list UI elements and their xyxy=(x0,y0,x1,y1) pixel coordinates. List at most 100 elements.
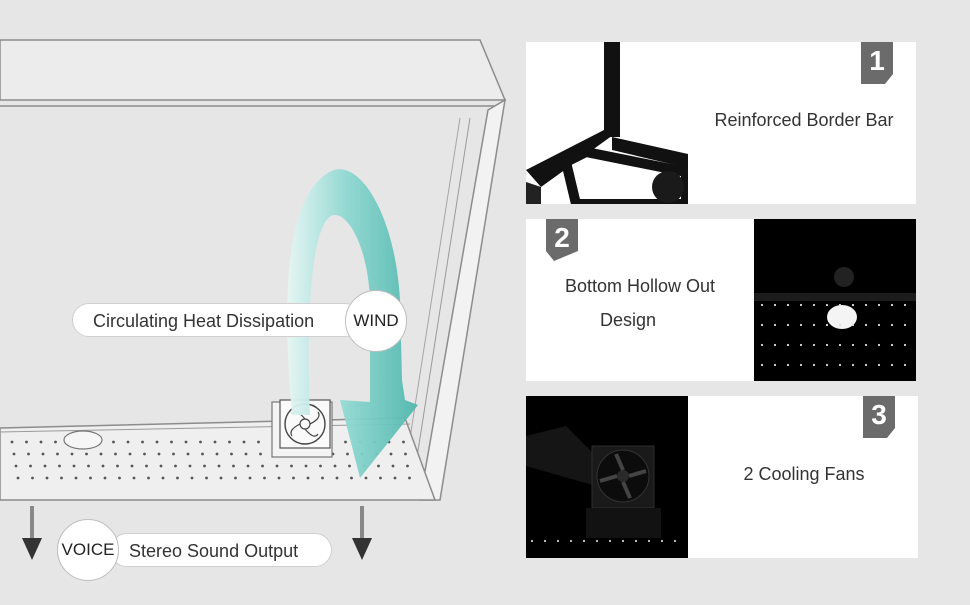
cooling-fan-photo xyxy=(526,396,688,558)
perforation-dot xyxy=(257,440,260,444)
perforation-dot xyxy=(114,452,117,456)
perforation-dot xyxy=(786,323,790,327)
perforation-dot xyxy=(877,343,881,347)
perforation-dot xyxy=(812,343,816,347)
perforation-dot xyxy=(10,440,14,444)
perforation-dot xyxy=(760,363,764,367)
stereo-sound-label: Stereo Sound Output xyxy=(110,533,332,567)
perforation-dot xyxy=(406,464,409,468)
perforation-dot xyxy=(215,452,219,456)
perforation-dot xyxy=(760,323,764,327)
perforation-dot xyxy=(54,440,57,444)
perforation-dot xyxy=(838,363,842,367)
perforation-dot xyxy=(634,539,638,543)
perforation-dot xyxy=(99,452,103,456)
perforation-dot xyxy=(903,343,907,347)
perforation-dot xyxy=(87,464,90,468)
perforation-dot xyxy=(39,440,43,444)
number-badge-2: 2 xyxy=(546,219,578,261)
perforation-dot xyxy=(903,363,907,367)
perforation-dot xyxy=(103,476,107,480)
perforation-dot xyxy=(70,452,74,456)
perforation-dot xyxy=(660,539,664,543)
perforation-dot xyxy=(851,343,855,347)
perforation-dot xyxy=(199,440,202,444)
perforation-dot xyxy=(408,476,411,480)
perforation-dot xyxy=(176,476,179,480)
perforation-dot xyxy=(582,539,586,543)
perforation-dot xyxy=(170,440,173,444)
perforation-dot xyxy=(333,464,337,468)
number-badge-1: 1 xyxy=(861,42,893,84)
perforation-dot xyxy=(43,464,47,468)
perforation-dot xyxy=(838,343,842,347)
perforation-dot xyxy=(379,476,382,480)
perforation-dot xyxy=(290,464,293,468)
heat-dissipation-label: Circulating Heat Dissipation xyxy=(72,303,362,337)
perforation-dot xyxy=(306,476,310,480)
perforation-dot xyxy=(864,343,868,347)
perforation-dot xyxy=(621,539,625,543)
perforation-dot xyxy=(184,440,188,444)
perforation-dot xyxy=(213,440,217,444)
perforation-dot xyxy=(393,476,397,480)
voice-badge: VOICE xyxy=(57,519,119,581)
perforation-dot xyxy=(377,464,380,468)
perforation-dot xyxy=(275,464,279,468)
perforation-dot xyxy=(530,539,534,543)
perforation-dot xyxy=(217,464,221,468)
perforation-dot xyxy=(101,464,105,468)
perforation-dot xyxy=(890,303,894,307)
perforation-dot xyxy=(391,464,395,468)
perforation-dot xyxy=(812,303,816,307)
perforation-dot xyxy=(344,440,347,444)
perforation-dot xyxy=(56,452,59,456)
perforation-dot xyxy=(58,464,61,468)
perforation-dot xyxy=(786,303,790,307)
perforation-dot xyxy=(321,476,324,480)
badge-shape-icon xyxy=(861,42,893,84)
perforation-dot xyxy=(244,452,248,456)
perforation-dot xyxy=(16,476,20,480)
perforation-dot xyxy=(145,464,148,468)
perforation-dot xyxy=(903,303,907,307)
perforation-dot xyxy=(248,476,252,480)
badge-shape-icon xyxy=(863,396,895,438)
perforation-dot xyxy=(760,343,764,347)
perforation-dot xyxy=(126,440,130,444)
perforation-dot xyxy=(812,363,816,367)
perforation-dot xyxy=(319,464,322,468)
perforation-dot xyxy=(201,452,204,456)
feature-caption-2a: Bottom Hollow Out xyxy=(564,276,716,296)
perforation-dot xyxy=(188,464,192,468)
perforation-dot xyxy=(27,452,30,456)
perforation-dot xyxy=(292,476,295,480)
perforation-dot xyxy=(825,343,829,347)
perforation-dot xyxy=(159,464,163,468)
cabinet-drawing xyxy=(0,39,507,560)
perforation-dot xyxy=(130,464,134,468)
perforation-dot xyxy=(556,539,560,543)
perforation-dot xyxy=(364,476,368,480)
badge-shape-icon xyxy=(546,219,578,261)
perforation-dot xyxy=(190,476,194,480)
perforation-dot xyxy=(890,343,894,347)
number-badge-3: 3 xyxy=(863,396,895,438)
perforation-dot xyxy=(851,363,855,367)
perforation-dot xyxy=(72,464,76,468)
perforation-dot xyxy=(402,440,405,444)
perforation-dot xyxy=(346,452,349,456)
perforation-dot xyxy=(118,476,121,480)
wind-badge: WIND xyxy=(345,290,407,352)
perforation-dot xyxy=(825,323,829,327)
perforation-dot xyxy=(141,440,144,444)
perforation-dot xyxy=(230,452,233,456)
feature-panel-3: 3 2 Cooling Fans xyxy=(526,396,918,558)
perforation-dot xyxy=(389,452,393,456)
perforation-dot xyxy=(877,303,881,307)
perforation-dot xyxy=(31,476,34,480)
perforation-dot xyxy=(219,476,223,480)
feature-caption-3: 2 Cooling Fans xyxy=(743,464,865,484)
perforation-dot xyxy=(132,476,136,480)
perforation-dot xyxy=(799,363,803,367)
